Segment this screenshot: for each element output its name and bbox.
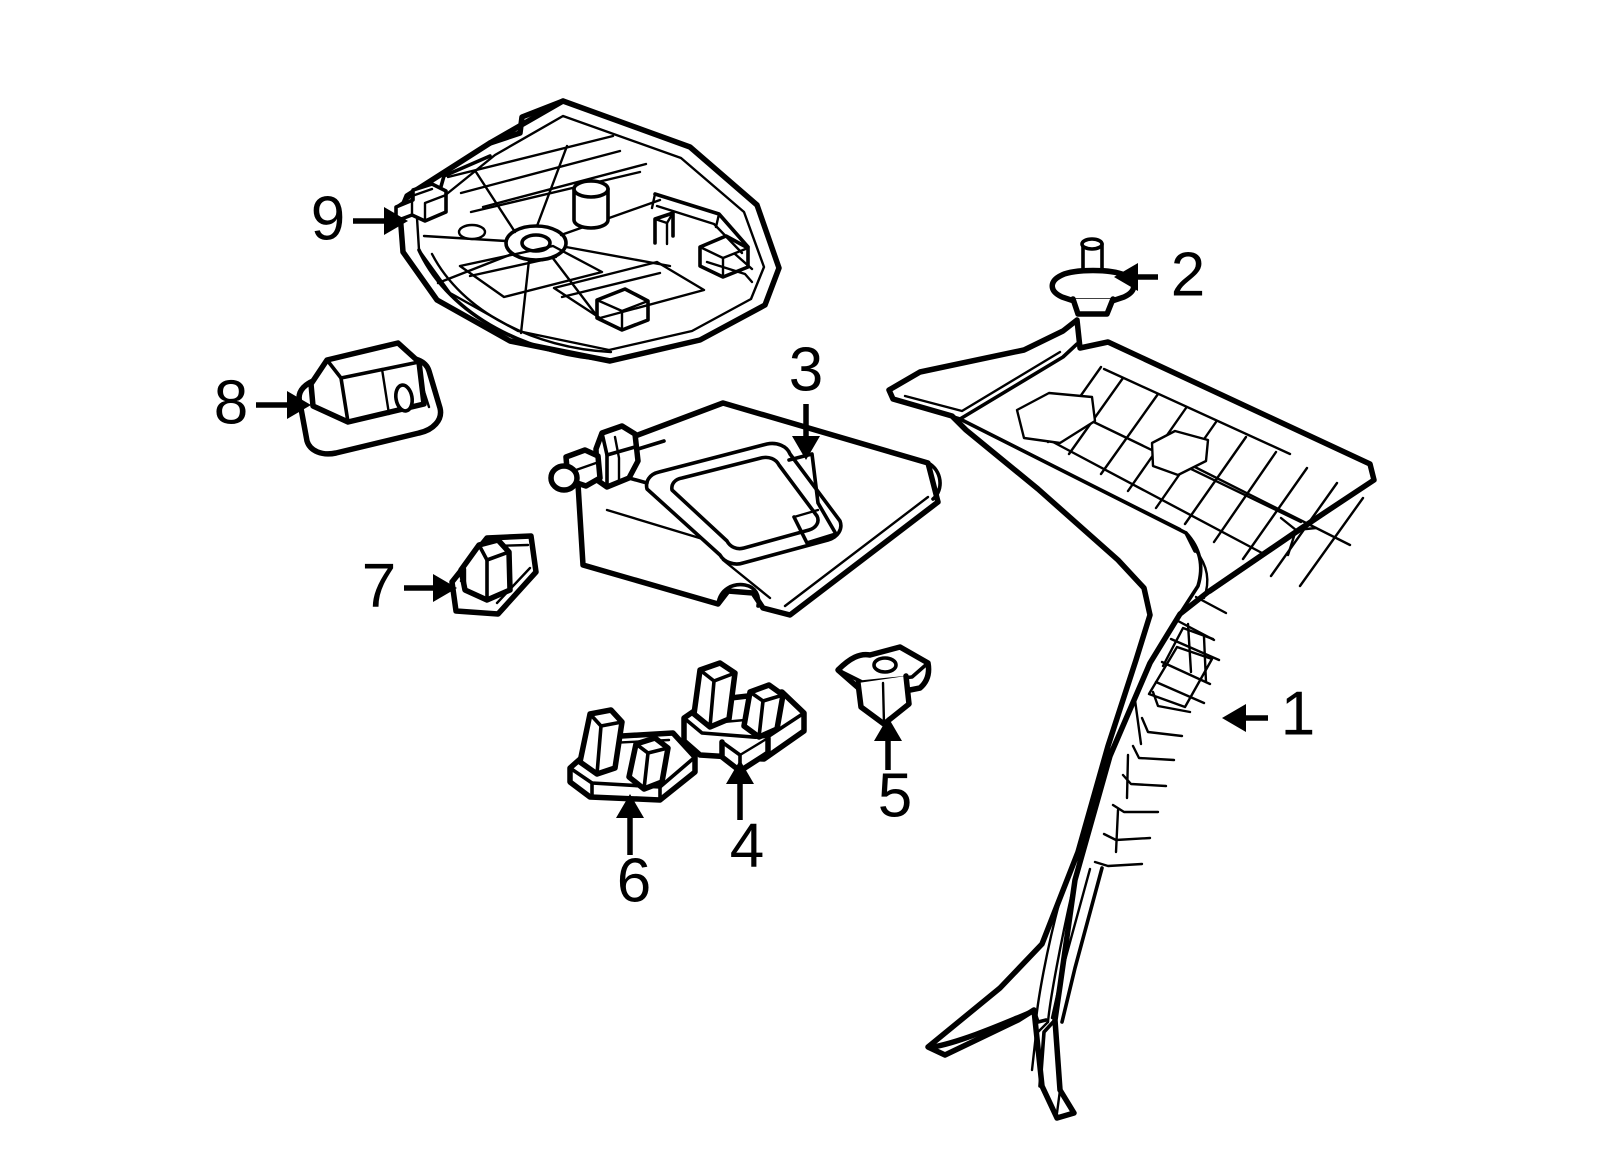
part-2-flange-bolt[interactable] [1049,237,1137,317]
part-8-dome-lamp[interactable] [296,340,444,457]
callout-number-1: 1 [1281,679,1315,748]
callout-leader-4 [726,760,754,820]
callout-number-2: 2 [1171,240,1205,309]
callout-leader-5 [874,717,902,770]
callout-leader-8 [256,391,311,419]
callout-number-3: 3 [789,335,823,404]
part-3-sun-visor[interactable] [548,400,942,618]
callout-number-7: 7 [362,551,396,620]
callout-leader-1 [1222,704,1268,732]
callout-number-4: 4 [730,811,764,880]
part-1-pillar-trim-panel[interactable] [886,317,1377,1121]
callout-leader-2 [1114,263,1158,291]
callout-leader-6 [616,794,644,855]
part-7-visor-support-clip[interactable] [449,533,539,617]
callout-leader-9 [353,207,408,235]
callout-leader-7 [404,574,457,602]
callout-number-9: 9 [311,184,345,253]
callout-number-6: 6 [617,846,651,915]
part-5-push-in-retainer[interactable] [835,644,932,727]
callout-numbers: 1 2 3 4 5 6 7 8 9 [214,184,1315,915]
part-9-overhead-console[interactable] [394,98,782,364]
callout-number-8: 8 [214,368,248,437]
part-4-retainer-clip-large[interactable] [681,660,807,774]
part-6-retainer-clip-small[interactable] [567,707,698,803]
callout-leaders [256,207,1268,855]
callout-number-5: 5 [878,761,912,830]
callout-leader-3 [792,404,820,460]
